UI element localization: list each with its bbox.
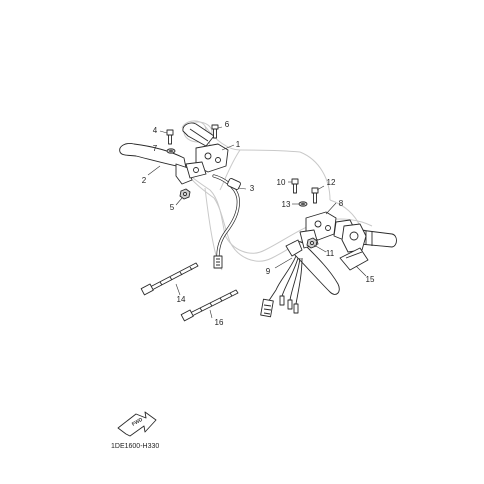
diagram-code: 1DE1600-H330 bbox=[111, 443, 159, 450]
nut-11 bbox=[306, 237, 318, 249]
callout-4: 4 bbox=[153, 126, 158, 135]
fwd-arrow-icon: FWD bbox=[117, 411, 157, 437]
callout-14: 14 bbox=[177, 295, 186, 304]
callout-16: 16 bbox=[215, 318, 224, 327]
callout-6: 6 bbox=[225, 120, 230, 129]
right-handlebar-grip bbox=[359, 229, 397, 248]
bolt-4 bbox=[166, 129, 174, 145]
nut-5 bbox=[179, 188, 191, 200]
bolt-10 bbox=[291, 178, 299, 194]
callout-numbers: 1 2 3 4 5 6 7 8 9 10 11 12 13 14 15 16 bbox=[142, 120, 375, 327]
callout-9: 9 bbox=[266, 267, 271, 276]
switch-block-15 bbox=[339, 223, 369, 271]
washer-7 bbox=[166, 148, 176, 154]
cable-tie-16 bbox=[180, 289, 239, 322]
cable-tie-14 bbox=[140, 262, 199, 296]
screw-6 bbox=[211, 124, 219, 139]
clutch-switch-cable bbox=[212, 174, 241, 269]
callout-3: 3 bbox=[250, 184, 255, 193]
left-handlebar-grip bbox=[182, 122, 215, 147]
brake-lever bbox=[285, 239, 340, 295]
callout-1: 1 bbox=[236, 140, 241, 149]
leader-lines bbox=[147, 126, 367, 319]
callout-2: 2 bbox=[142, 176, 147, 185]
callout-15: 15 bbox=[366, 275, 375, 284]
callout-11: 11 bbox=[326, 249, 335, 258]
callout-8: 8 bbox=[339, 199, 344, 208]
clutch-lever-holder bbox=[185, 143, 229, 179]
callout-13: 13 bbox=[282, 200, 291, 209]
wiring-harness bbox=[260, 255, 303, 318]
callout-7: 7 bbox=[153, 144, 158, 153]
washer-13 bbox=[298, 201, 308, 207]
callout-10: 10 bbox=[277, 178, 286, 187]
callout-5: 5 bbox=[170, 203, 175, 212]
fwd-label: FWD bbox=[131, 417, 144, 428]
callout-12: 12 bbox=[327, 178, 336, 187]
bolt-12 bbox=[311, 187, 319, 204]
